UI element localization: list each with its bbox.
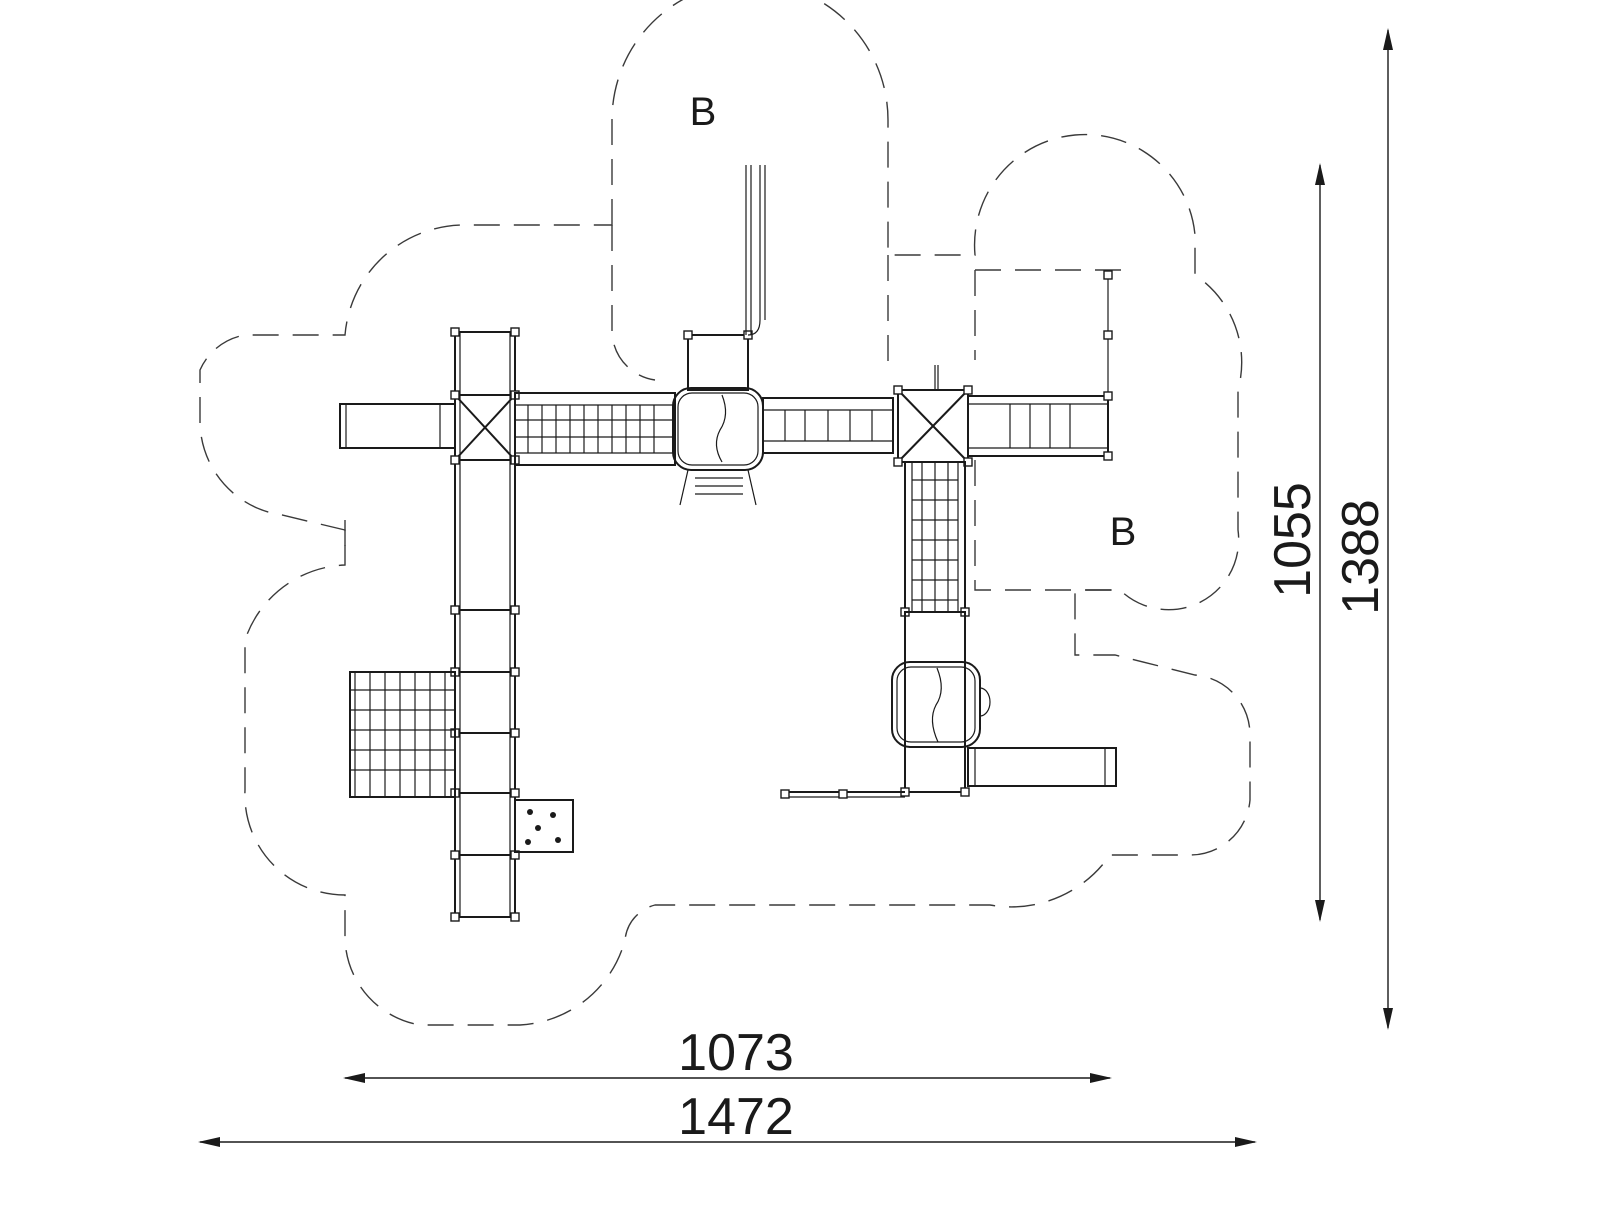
climbing-wall-panel	[514, 799, 574, 853]
dimension-inner-height: 1055	[1264, 163, 1325, 922]
dimension-outer-height-label: 1388	[1332, 499, 1390, 615]
left-climbing-net	[349, 671, 456, 798]
zone-label-right: B	[1110, 510, 1137, 554]
dimension-outer-width: 1472	[198, 1088, 1257, 1147]
middle-bridge	[762, 397, 894, 454]
dimension-outer-width-label: 1472	[678, 1088, 794, 1146]
zone-label-top: B	[690, 90, 717, 134]
top-left-bridge	[514, 392, 676, 466]
top-right-slide	[967, 270, 1113, 461]
right-net-bridge	[900, 461, 970, 617]
middle-tower	[672, 165, 766, 506]
dimension-inner-width-label: 1073	[678, 1024, 794, 1082]
dimension-inner-width: 1073	[343, 1024, 1112, 1083]
left-slide	[339, 403, 456, 449]
lower-rail	[780, 789, 905, 799]
dimension-inner-height-label: 1055	[1264, 482, 1322, 598]
lower-right-slide	[967, 747, 1117, 787]
right-tower	[893, 365, 973, 467]
left-tower-column	[450, 327, 520, 922]
dimension-outer-height: 1388	[1332, 28, 1393, 1030]
safety-zone-outline	[199, 0, 1251, 1026]
